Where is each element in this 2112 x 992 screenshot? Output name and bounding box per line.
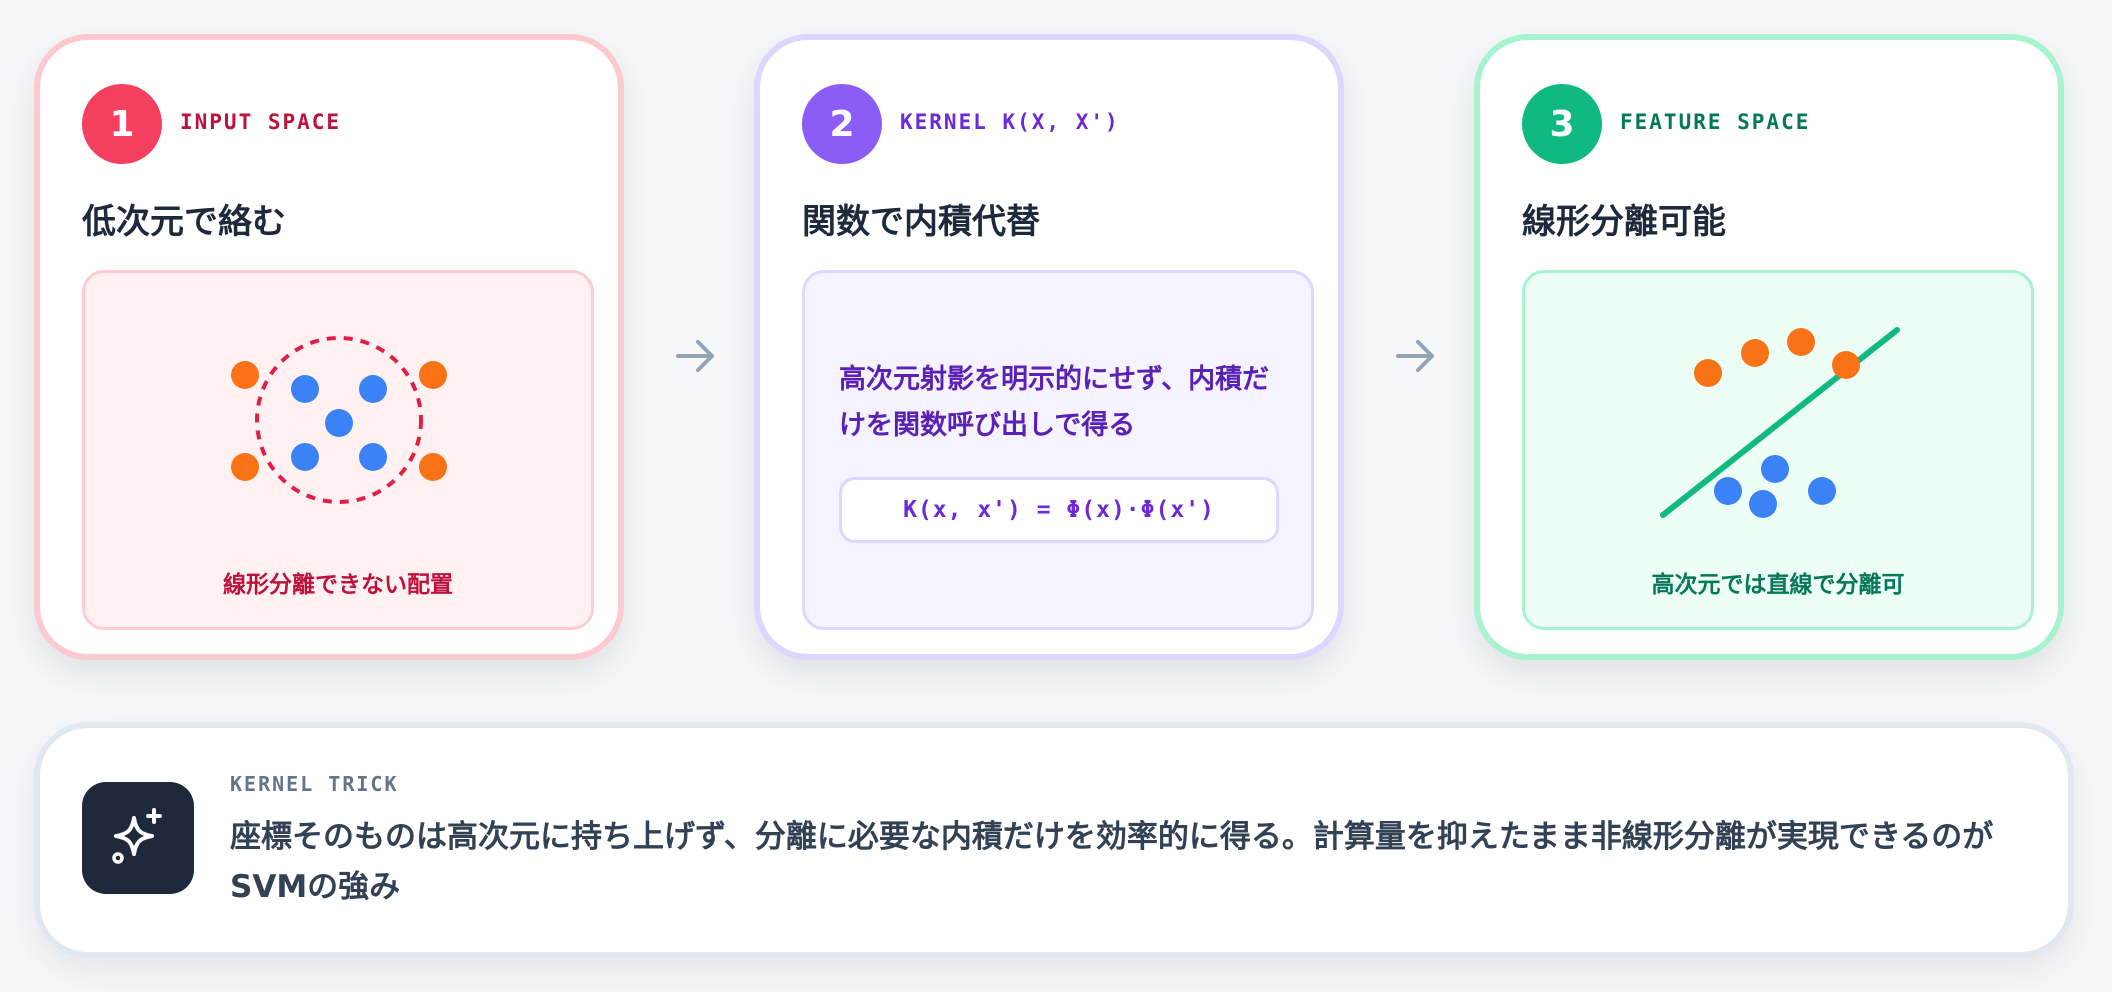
arrow-right-icon — [676, 340, 714, 372]
point-class-b — [291, 375, 319, 403]
point-class-b — [1808, 477, 1836, 505]
feature-space-plot — [1660, 327, 1900, 518]
feature-space-illustration: 高次元では直線で分離可 — [1522, 270, 2034, 630]
step-number-badge: 2 — [802, 84, 882, 164]
kernel-trick-summary: KERNEL TRICK 座標そのものは高次元に持ち上げず、分離に必要な内積だけ… — [34, 722, 2074, 958]
panel-caption: 線形分離できない配置 — [223, 572, 453, 598]
step-title: 線形分離可能 — [1522, 202, 1726, 242]
arrow-right-icon — [1396, 340, 1434, 372]
linear-separator-line — [1660, 327, 1900, 518]
point-class-a — [419, 453, 447, 481]
panel-caption: 高次元では直線で分離可 — [1651, 572, 1905, 598]
point-class-a — [1741, 339, 1769, 367]
step-label: KERNEL K(X, X') — [900, 110, 1120, 134]
step-number-badge: 1 — [82, 84, 162, 164]
step-card-input-space: 1 INPUT SPACE 低次元で絡む 線形分離できない配置 — [34, 34, 624, 660]
point-class-b — [359, 375, 387, 403]
step-card-feature-space: 3 FEATURE SPACE 線形分離可能 高次元では直線で分離可 — [1474, 34, 2064, 660]
point-class-b — [291, 443, 319, 471]
step-label: INPUT SPACE — [180, 110, 342, 134]
summary-label: KERNEL TRICK — [230, 772, 399, 796]
point-class-a — [419, 361, 447, 389]
sparkles-icon — [82, 782, 194, 894]
point-class-b — [325, 409, 353, 437]
step-label: FEATURE SPACE — [1620, 110, 1811, 134]
step-number-badge: 3 — [1522, 84, 1602, 164]
point-class-b — [359, 443, 387, 471]
point-class-a — [231, 361, 259, 389]
kernel-panel: 高次元射影を明示的にせず、内積だけを関数呼び出しで得る K(x, x') = Φ… — [802, 270, 1314, 630]
input-space-plot — [231, 336, 447, 504]
kernel-formula: K(x, x') = Φ(x)·Φ(x') — [839, 477, 1279, 543]
point-class-b — [1714, 477, 1742, 505]
step-card-kernel: 2 KERNEL K(X, X') 関数で内積代替 高次元射影を明示的にせず、内… — [754, 34, 1344, 660]
step-title: 関数で内積代替 — [802, 202, 1040, 242]
point-class-a — [1694, 359, 1722, 387]
summary-text: 座標そのものは高次元に持ち上げず、分離に必要な内積だけを効率的に得る。計算量を抑… — [230, 819, 1994, 905]
input-space-illustration: 線形分離できない配置 — [82, 270, 594, 630]
non-linear-boundary-circle — [255, 336, 423, 504]
point-class-a — [1787, 328, 1815, 356]
point-class-a — [231, 453, 259, 481]
point-class-b — [1749, 490, 1777, 518]
step-title: 低次元で絡む — [82, 202, 286, 242]
kernel-description: 高次元射影を明示的にせず、内積だけを関数呼び出しで得る — [839, 364, 1270, 441]
point-class-a — [1832, 351, 1860, 379]
point-class-b — [1761, 455, 1789, 483]
